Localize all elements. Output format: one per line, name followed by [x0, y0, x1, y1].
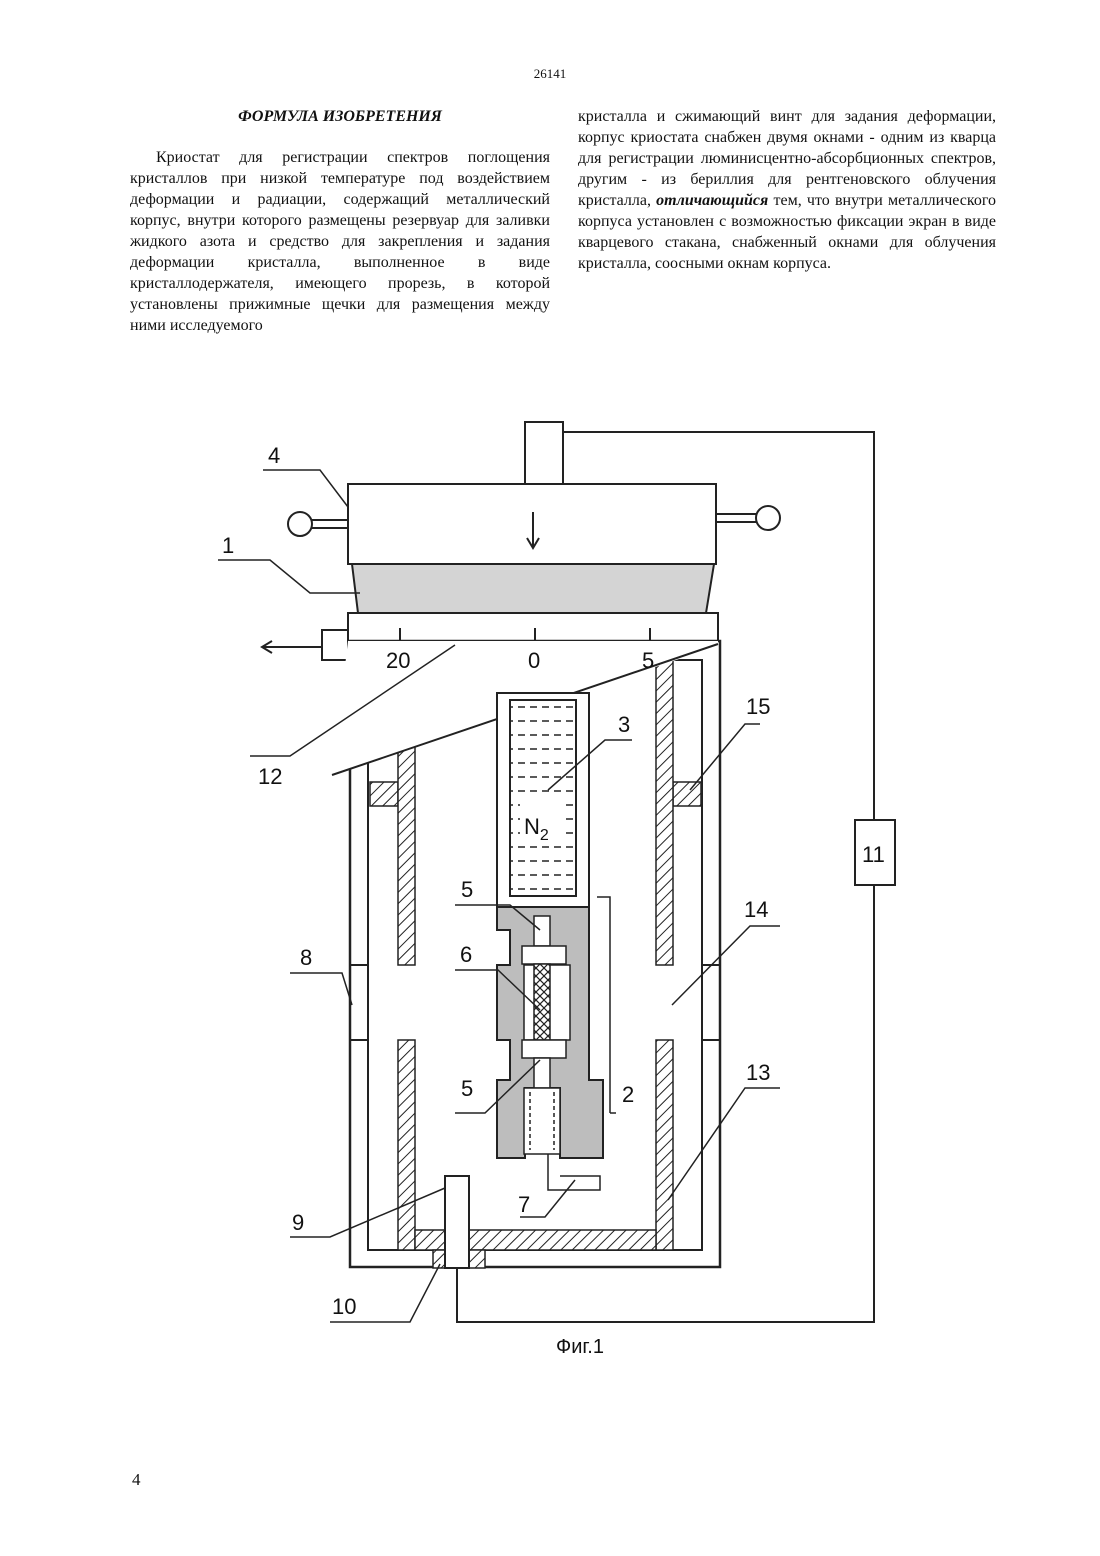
left-column: ФОРМУЛА ИЗОБРЕТЕНИЯ Криостат для регистр… — [130, 106, 550, 336]
crystal-sample — [534, 964, 550, 1040]
handle-knob-right — [756, 506, 780, 530]
quartz-screen-right-lower — [656, 1040, 673, 1250]
page-number: 4 — [132, 1470, 141, 1490]
label-14: 14 — [744, 897, 768, 922]
cryostat-figure: N2 — [200, 385, 930, 1395]
document-number: 26141 — [0, 66, 1100, 82]
cheek-top — [522, 946, 566, 964]
screw-key — [548, 1154, 600, 1190]
label-1: 1 — [222, 533, 234, 558]
right-column: кристалла и сжимающий винт для задания д… — [578, 106, 996, 274]
label-11: 11 — [862, 842, 885, 867]
figure-caption: Фиг.1 — [530, 1336, 630, 1359]
label-13: 13 — [746, 1060, 770, 1085]
lid-seal — [352, 564, 714, 613]
side-port — [322, 630, 348, 660]
beryllium-insert-left — [370, 782, 398, 806]
label-2: 2 — [622, 1082, 634, 1107]
scale-tick-20: 20 — [386, 648, 410, 673]
label-9: 9 — [292, 1210, 304, 1235]
cryostat-drawing: N2 — [200, 385, 930, 1395]
quartz-screen-right-upper — [656, 660, 673, 965]
label-4: 4 — [268, 443, 280, 468]
label-5-top: 5 — [461, 877, 473, 902]
scale-bar — [348, 613, 718, 641]
label-7: 7 — [518, 1192, 530, 1217]
claims-text-right: кристалла и сжимающий винт для задания д… — [578, 106, 996, 274]
label-10: 10 — [332, 1294, 356, 1319]
beryllium-insert-right — [673, 782, 701, 806]
label-12: 12 — [258, 764, 282, 789]
cheek-bottom — [522, 1040, 566, 1058]
sensor-probe — [445, 1176, 469, 1268]
label-5-bottom: 5 — [461, 1076, 473, 1101]
claims-text-left: Криостат для регистрации спектров поглощ… — [130, 147, 550, 336]
top-screw-stem — [525, 422, 563, 484]
nitrogen-reservoir — [510, 700, 576, 896]
claims-emphasis: отличающийся — [656, 192, 768, 209]
label-15: 15 — [746, 694, 770, 719]
label-3: 3 — [618, 712, 630, 737]
quartz-screen-left-upper — [398, 745, 415, 965]
handle-knob-left — [288, 512, 312, 536]
scale-tick-0: 0 — [528, 648, 540, 673]
cheek-top-stem — [534, 916, 550, 946]
label-6: 6 — [460, 942, 472, 967]
label-8: 8 — [300, 945, 312, 970]
scale-tick-5: 5 — [642, 648, 654, 673]
claims-heading: ФОРМУЛА ИЗОБРЕТЕНИЯ — [130, 106, 550, 127]
quartz-screen-left-lower — [398, 1040, 415, 1250]
